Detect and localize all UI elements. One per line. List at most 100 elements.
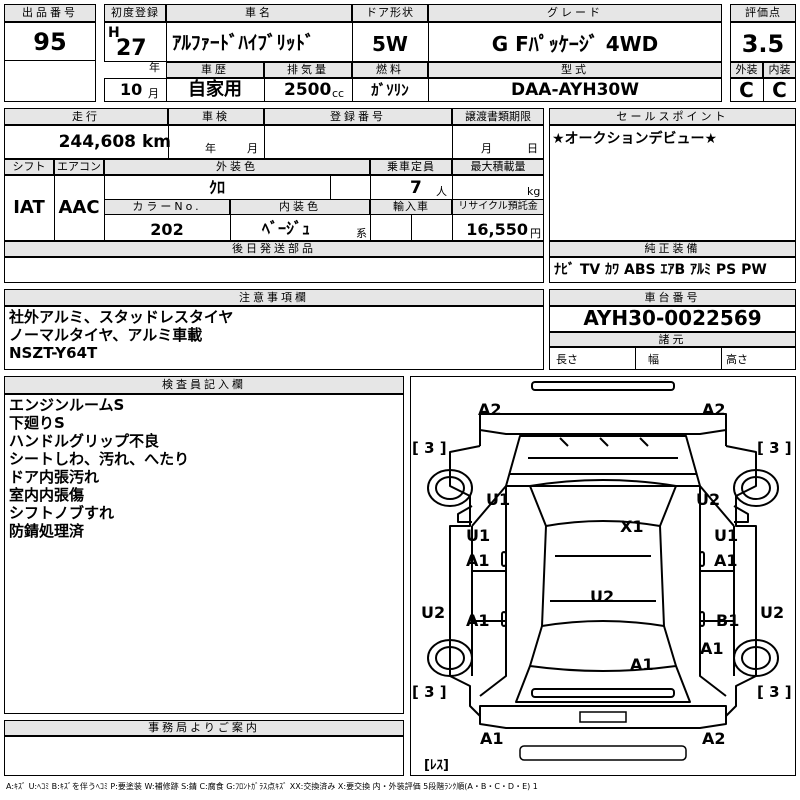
reg-month-unit: 月 [148,87,159,100]
car-diagram-box [410,376,796,776]
width-label: 幅 [648,353,659,366]
office-header: 事務局よりご案内 [4,720,404,736]
height-label: 高さ [726,353,748,366]
damage-mark: A1 [630,655,654,674]
damage-mark: U2 [760,603,785,622]
inspector-line: シフトノブすれ [9,504,115,522]
shift-value: IAT [13,197,45,218]
lot-header: 出品番号 [4,4,96,22]
sales-point-header: セールスポイント [549,108,796,125]
score-cell [730,22,796,62]
chassis-header: 車台番号 [549,289,796,306]
transfer-day-unit: 日 [527,142,538,155]
inspector-line: 防錆処理済 [9,522,85,540]
car-history: 自家用 [188,79,242,100]
model-code-value: DAA-AYH30W [511,80,639,100]
damage-mark: A1 [466,551,490,570]
car-diagram [427,381,779,761]
sales-point-box [549,125,796,241]
length-label: 長さ [556,353,578,366]
damage-mark: U1 [714,526,739,545]
dims-header: 諸元 [549,332,796,347]
era-letter: H [108,25,120,41]
sales-point-text: ★オークションデビュー★ [552,131,718,147]
mileage-value: 244,608 [58,132,136,152]
inspector-line: 室内内張傷 [9,486,85,504]
model-code-header: 型式 [428,62,722,78]
later-parts-box [4,257,544,283]
aircon-header: エアコン [54,159,104,175]
note-line: ノーマルタイヤ、アルミ車載 [9,326,203,344]
interior-header: 内装 [763,62,796,78]
bracket-count: [ 3 ] [757,439,792,457]
damage-mark: B1 [716,611,740,630]
capacity-unit: 人 [436,185,447,198]
inspector-line: ドア内張汚れ [9,468,100,486]
damage-mark: A2 [702,400,726,419]
door-type: 5W [372,32,408,56]
color-no-header: カラーNo. [104,199,230,215]
load-unit: kg [527,185,541,198]
int-color-header: 内装色 [230,199,370,215]
max-load-header: 最大積載量 [452,159,544,175]
lot-cell [4,22,96,102]
notes-header: 注意事項欄 [4,289,544,306]
exterior-header: 外装 [730,62,763,78]
damage-mark: U1 [466,526,491,545]
inspector-line: ハンドルグリップ不良 [9,432,160,450]
aircon-value: AAC [58,197,100,218]
ext-color-value: ｸﾛ [208,178,225,197]
recycle-unit: 円 [530,227,541,240]
fuel-value: ｶﾞｿﾘﾝ [371,81,409,99]
damage-mark: U2 [421,603,446,622]
notes-box [4,306,544,370]
damage-mark: A2 [702,729,726,748]
genuine-equipment: ﾅﾋﾞ TV ｶﾜ ABS ｴｱB ｱﾙﾐ PS PW [554,262,767,278]
inspector-line: シートしわ、汚れ、へたり [9,450,190,468]
damage-mark: U2 [590,587,615,606]
note-line: 社外アルミ、スタッドレスタイヤ [9,308,234,326]
import-header: 輸入車 [370,199,452,215]
damage-mark: U2 [696,490,721,509]
note-line: NSZT-Y64T [9,344,98,362]
int-color-suffix: 系 [356,227,367,240]
fuel-header: 燃料 [352,62,428,78]
damage-mark: A1 [466,611,490,630]
score-value: 3.5 [741,30,785,58]
transfer-header: 譲渡書類期限 [452,108,544,125]
displacement-unit: cc [332,87,345,100]
grade-value: G Fﾊﾟｯｹｰｼﾞ 4WD [491,32,659,56]
inspector-notes: エンジンルームS 下廻りS ハンドルグリップ不良 シートしわ、汚れ、へたり ドア… [9,396,189,540]
car-name: ｱﾙﾌｧｰﾄﾞﾊｲﾌﾞﾘｯﾄﾞ [172,32,315,54]
grade-header: グレード [428,4,722,22]
office-box [4,736,404,776]
recycle-header: リサイクル預託金 [452,199,544,215]
chassis-number: AYH30-0022569 [583,306,762,330]
inspection-header: 車検 [168,108,264,125]
genuine-header: 純正装備 [549,241,796,257]
bracket-count: [ 3 ] [412,439,447,457]
capacity-header: 乗車定員 [370,159,452,175]
bracket-count: [ 3 ] [412,683,447,701]
inspector-header: 検査員記入欄 [4,376,404,394]
int-color-value: ﾍﾞｰｼﾞｭ [262,219,311,238]
transfer-month-unit: 月 [481,142,492,155]
score-header: 評価点 [730,4,796,22]
reg-no-header: 登録番号 [264,108,452,125]
reg-year: 27 [116,36,147,61]
door-header: ドア形状 [352,4,428,22]
inspector-line: エンジンルームS [9,396,125,414]
shift-header: シフト [4,159,54,175]
bracket-count: [ﾚｽ] [424,758,449,773]
damage-mark: A1 [480,729,504,748]
inspector-box [4,394,404,714]
lot-number: 95 [33,28,67,56]
car-name-header: 車名 [166,4,352,22]
inspection-year-unit: 年 [205,142,216,155]
recycle-value: 16,550 [466,220,528,239]
ext-color-header: 外装色 [104,159,370,175]
damage-mark: A1 [700,639,724,658]
color-no-value: 202 [150,220,184,239]
first-reg-header: 初度登録 [104,4,166,22]
reg-month: 10 [120,80,143,99]
